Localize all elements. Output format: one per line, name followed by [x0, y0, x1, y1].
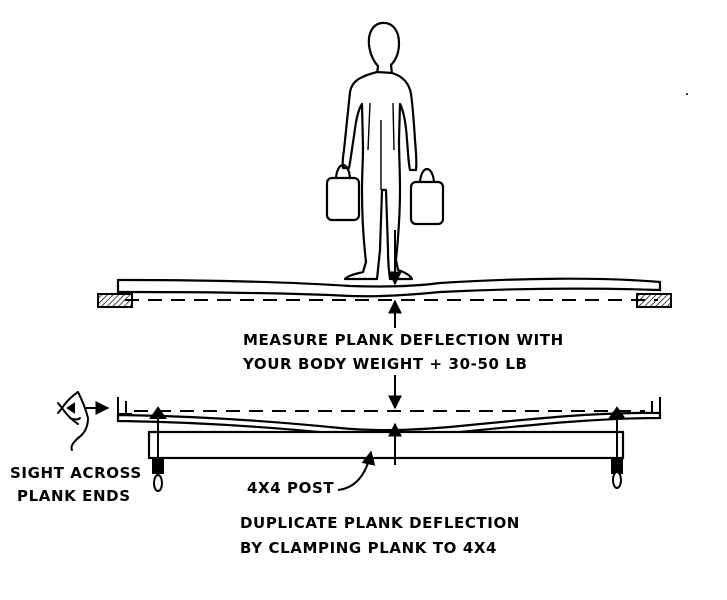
measure-label-line1: MEASURE PLANK DEFLECTION WITH — [243, 331, 564, 349]
duplicate-label-line1: DUPLICATE PLANK DEFLECTION — [240, 514, 520, 532]
right-support — [636, 293, 672, 308]
person-body — [341, 70, 418, 281]
sight-label-line2: PLANK ENDS — [17, 487, 131, 505]
post-label: 4X4 POST — [247, 479, 335, 497]
left-bucket — [325, 163, 361, 222]
post-4x4 — [147, 430, 625, 460]
right-end-bracket — [646, 397, 661, 415]
eye-icon — [57, 391, 90, 451]
right-clamp — [608, 406, 626, 489]
duplicate-label-line2: BY CLAMPING PLANK TO 4X4 — [240, 539, 498, 557]
post-leader-arrow — [337, 450, 376, 491]
left-clamp — [149, 406, 167, 492]
top-plank — [116, 277, 662, 298]
person-figure — [341, 21, 418, 281]
left-support — [97, 293, 133, 308]
sight-label-line1: SIGHT ACROSS — [10, 464, 142, 482]
left-end-bracket — [117, 397, 132, 415]
right-bucket — [409, 167, 445, 226]
person-head — [367, 21, 401, 76]
measure-label-line2: YOUR BODY WEIGHT + 30-50 LB — [243, 355, 528, 373]
